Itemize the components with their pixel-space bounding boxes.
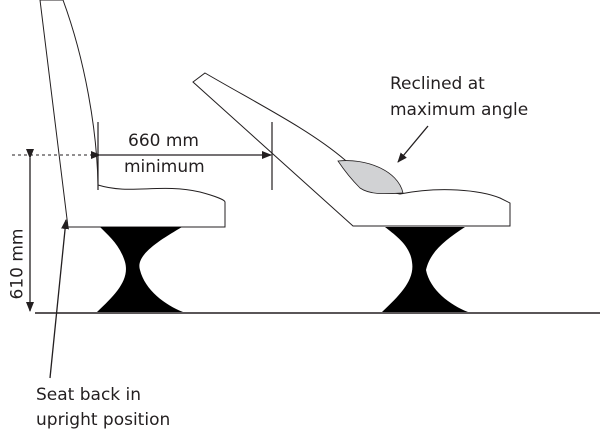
upright-label-line2: upright position <box>36 410 171 430</box>
upright-label-line1: Seat back in <box>36 385 142 405</box>
spacing-value-label: 660 mm <box>128 131 199 151</box>
reclined-seat-pedestal <box>382 227 468 312</box>
reclined-label-line1: Reclined at <box>390 74 485 94</box>
cushion-highlight <box>337 160 404 195</box>
reclined-callout-arrow <box>397 125 429 163</box>
reclined-label-line2: maximum angle <box>390 100 529 120</box>
reclined-seat <box>192 72 511 312</box>
upright-seat <box>39 0 226 312</box>
height-value-label: 610 mm <box>7 228 28 300</box>
upright-seat-pedestal <box>97 227 183 312</box>
upright-callout-arrow <box>49 219 70 379</box>
spacing-qualifier-label: minimum <box>124 157 205 177</box>
